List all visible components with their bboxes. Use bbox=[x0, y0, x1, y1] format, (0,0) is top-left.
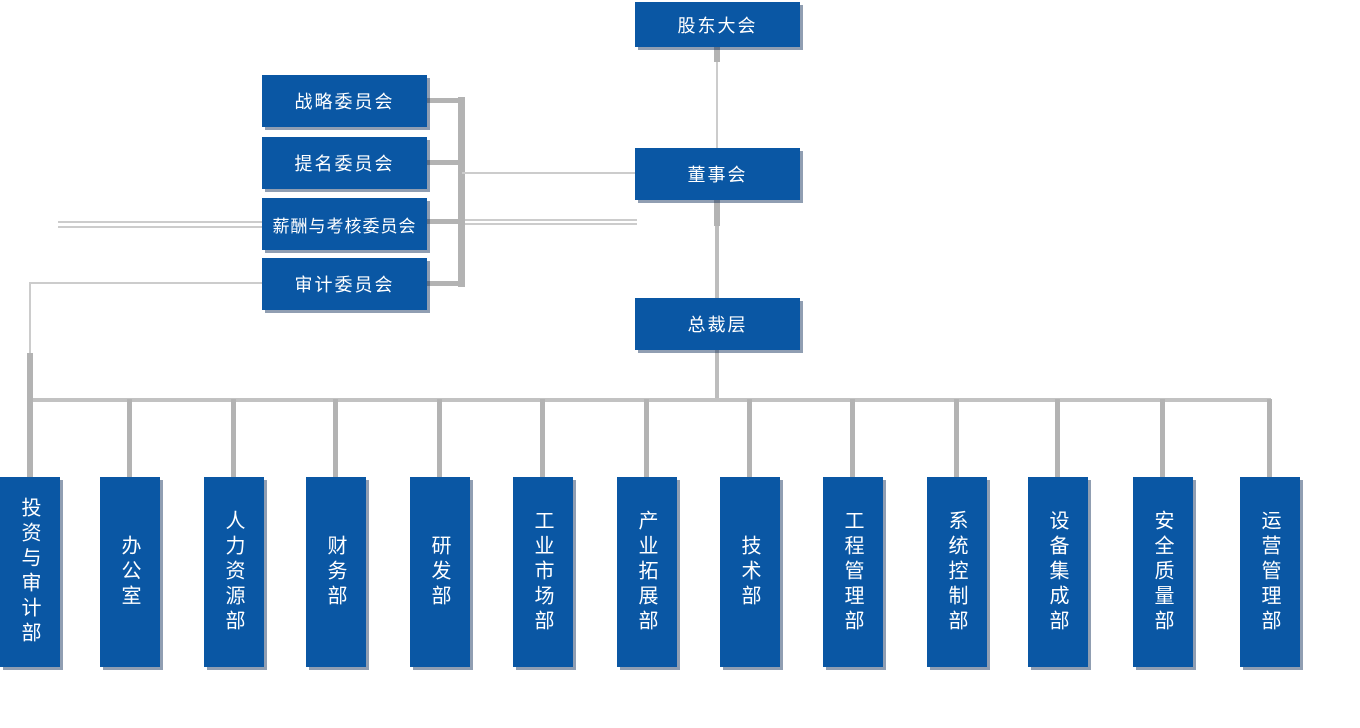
connector-line bbox=[458, 97, 465, 287]
node-strategy-committee: 战略委员会 bbox=[262, 75, 427, 127]
connector-line bbox=[58, 226, 262, 228]
node-label: 系统控制部 bbox=[945, 509, 969, 635]
node-president-level: 总裁层 bbox=[635, 298, 800, 350]
connector-line bbox=[231, 399, 236, 477]
node-dept-system-control: 系统控制部 bbox=[927, 477, 987, 667]
connector-line bbox=[644, 399, 649, 477]
connector-line bbox=[29, 398, 1271, 402]
node-label: 董事会 bbox=[687, 165, 748, 186]
node-nomination-committee: 提名委员会 bbox=[262, 137, 427, 189]
connector-line bbox=[465, 223, 637, 225]
connector-line bbox=[715, 350, 719, 398]
node-label: 提名委员会 bbox=[294, 154, 395, 175]
node-label: 运营管理部 bbox=[1258, 509, 1282, 635]
connector-line bbox=[427, 98, 465, 103]
node-dept-industrial-market: 工业市场部 bbox=[513, 477, 573, 667]
connector-line bbox=[715, 226, 719, 298]
node-dept-technology: 技术部 bbox=[720, 477, 780, 667]
node-label: 办公室 bbox=[118, 534, 142, 610]
connector-line bbox=[427, 219, 465, 224]
connector-line bbox=[1160, 399, 1165, 477]
connector-line bbox=[127, 399, 132, 477]
node-label: 股东大会 bbox=[677, 15, 758, 37]
node-dept-rnd: 研发部 bbox=[410, 477, 470, 667]
node-label: 战略委员会 bbox=[294, 92, 395, 113]
connector-line bbox=[850, 399, 855, 477]
connector-line bbox=[427, 281, 465, 286]
node-label: 研发部 bbox=[428, 534, 452, 610]
connector-line bbox=[1055, 399, 1060, 477]
connector-line bbox=[427, 160, 465, 165]
node-dept-investment-audit: 投资与审计部 bbox=[0, 477, 60, 667]
connector-line bbox=[462, 172, 635, 174]
node-audit-committee: 审计委员会 bbox=[262, 258, 427, 310]
node-dept-safety-quality: 安全质量部 bbox=[1133, 477, 1193, 667]
node-dept-finance: 财务部 bbox=[306, 477, 366, 667]
node-shareholders-meeting: 股东大会 bbox=[635, 2, 800, 47]
connector-line bbox=[27, 353, 33, 477]
connector-line bbox=[31, 282, 262, 284]
node-label: 设备集成部 bbox=[1046, 509, 1070, 635]
node-label: 工业市场部 bbox=[531, 509, 555, 635]
connector-line bbox=[714, 200, 720, 226]
node-dept-industry-expansion: 产业拓展部 bbox=[617, 477, 677, 667]
connector-line bbox=[437, 399, 442, 477]
connector-line bbox=[540, 399, 545, 477]
connector-line bbox=[29, 282, 31, 353]
connector-line bbox=[714, 47, 720, 62]
node-dept-human-resources: 人力资源部 bbox=[204, 477, 264, 667]
connector-line bbox=[954, 399, 959, 477]
node-label: 人力资源部 bbox=[222, 509, 246, 635]
node-label: 审计委员会 bbox=[294, 275, 395, 296]
connector-line bbox=[58, 221, 262, 223]
node-label: 技术部 bbox=[738, 534, 762, 610]
node-label: 财务部 bbox=[324, 534, 348, 610]
connector-line bbox=[465, 219, 637, 221]
connector-line bbox=[747, 399, 752, 477]
node-dept-office: 办公室 bbox=[100, 477, 160, 667]
node-label: 投资与审计部 bbox=[18, 497, 42, 647]
connector-line bbox=[716, 62, 718, 148]
node-remuneration-appraisal-committee: 薪酬与考核委员会 bbox=[262, 198, 427, 250]
node-label: 安全质量部 bbox=[1151, 509, 1175, 635]
node-dept-operations-management: 运营管理部 bbox=[1240, 477, 1300, 667]
node-dept-engineering-management: 工程管理部 bbox=[823, 477, 883, 667]
node-label: 总裁层 bbox=[687, 315, 748, 336]
connector-line bbox=[333, 399, 338, 477]
node-board-of-directors: 董事会 bbox=[635, 148, 800, 200]
node-label: 薪酬与考核委员会 bbox=[272, 216, 417, 237]
node-label: 产业拓展部 bbox=[635, 509, 659, 635]
connector-line bbox=[1267, 399, 1272, 477]
node-label: 工程管理部 bbox=[841, 509, 865, 635]
node-dept-equipment-integration: 设备集成部 bbox=[1028, 477, 1088, 667]
